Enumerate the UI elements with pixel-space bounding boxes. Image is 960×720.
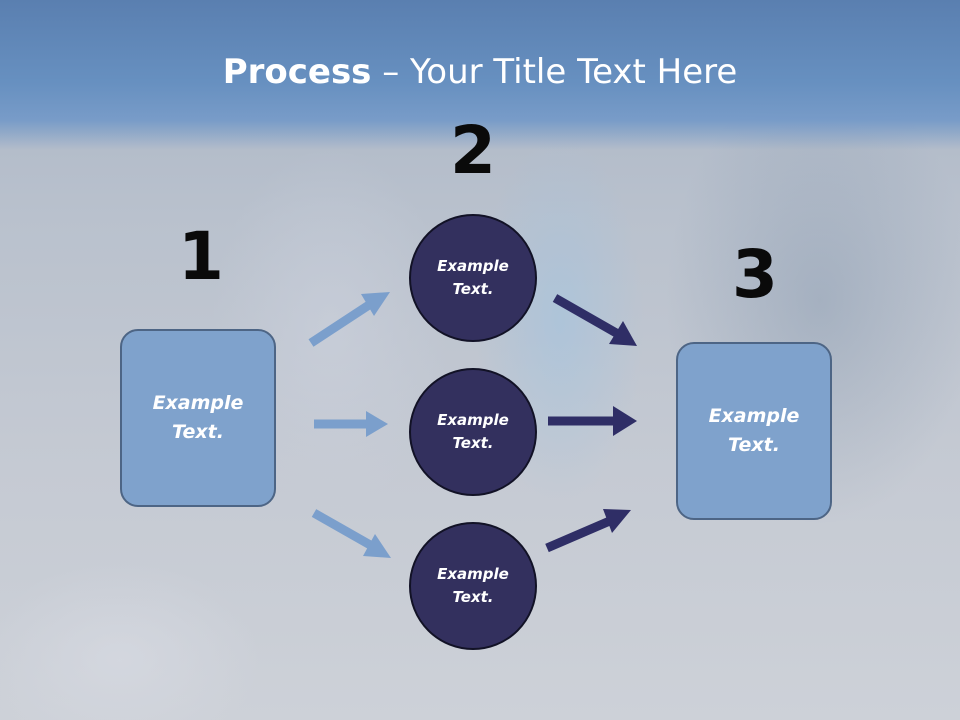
step-box-3[interactable]: Example Text. — [676, 342, 832, 520]
arrow-middle-to-box3 — [548, 406, 637, 436]
arrow-box1-to-middle — [314, 411, 388, 437]
title-rest: – Your Title Text Here — [371, 52, 738, 92]
step-number-1: 1 — [178, 218, 224, 295]
step-box-1-text: Example Text. — [152, 392, 244, 443]
circle-middle-text: Example Text. — [437, 411, 509, 452]
arrow-box1-to-bottom — [311, 509, 391, 558]
circle-bottom[interactable]: Example Text. — [409, 522, 537, 650]
title-bold: Process — [222, 52, 372, 92]
arrow-top-to-box3 — [552, 294, 637, 346]
circle-top[interactable]: Example Text. — [409, 214, 537, 342]
circle-top-text: Example Text. — [437, 257, 509, 298]
step-number-2: 2 — [450, 112, 496, 189]
title-banner — [0, 0, 960, 150]
slide-title: Process – Your Title Text Here — [0, 52, 960, 92]
arrow-box1-to-top — [308, 292, 390, 347]
circle-bottom-text: Example Text. — [437, 565, 509, 606]
circle-middle[interactable]: Example Text. — [409, 368, 537, 496]
step-box-1[interactable]: Example Text. — [120, 329, 276, 507]
step-number-3: 3 — [732, 236, 778, 313]
step-box-3-text: Example Text. — [708, 405, 800, 456]
arrow-bottom-to-box3 — [545, 509, 631, 553]
